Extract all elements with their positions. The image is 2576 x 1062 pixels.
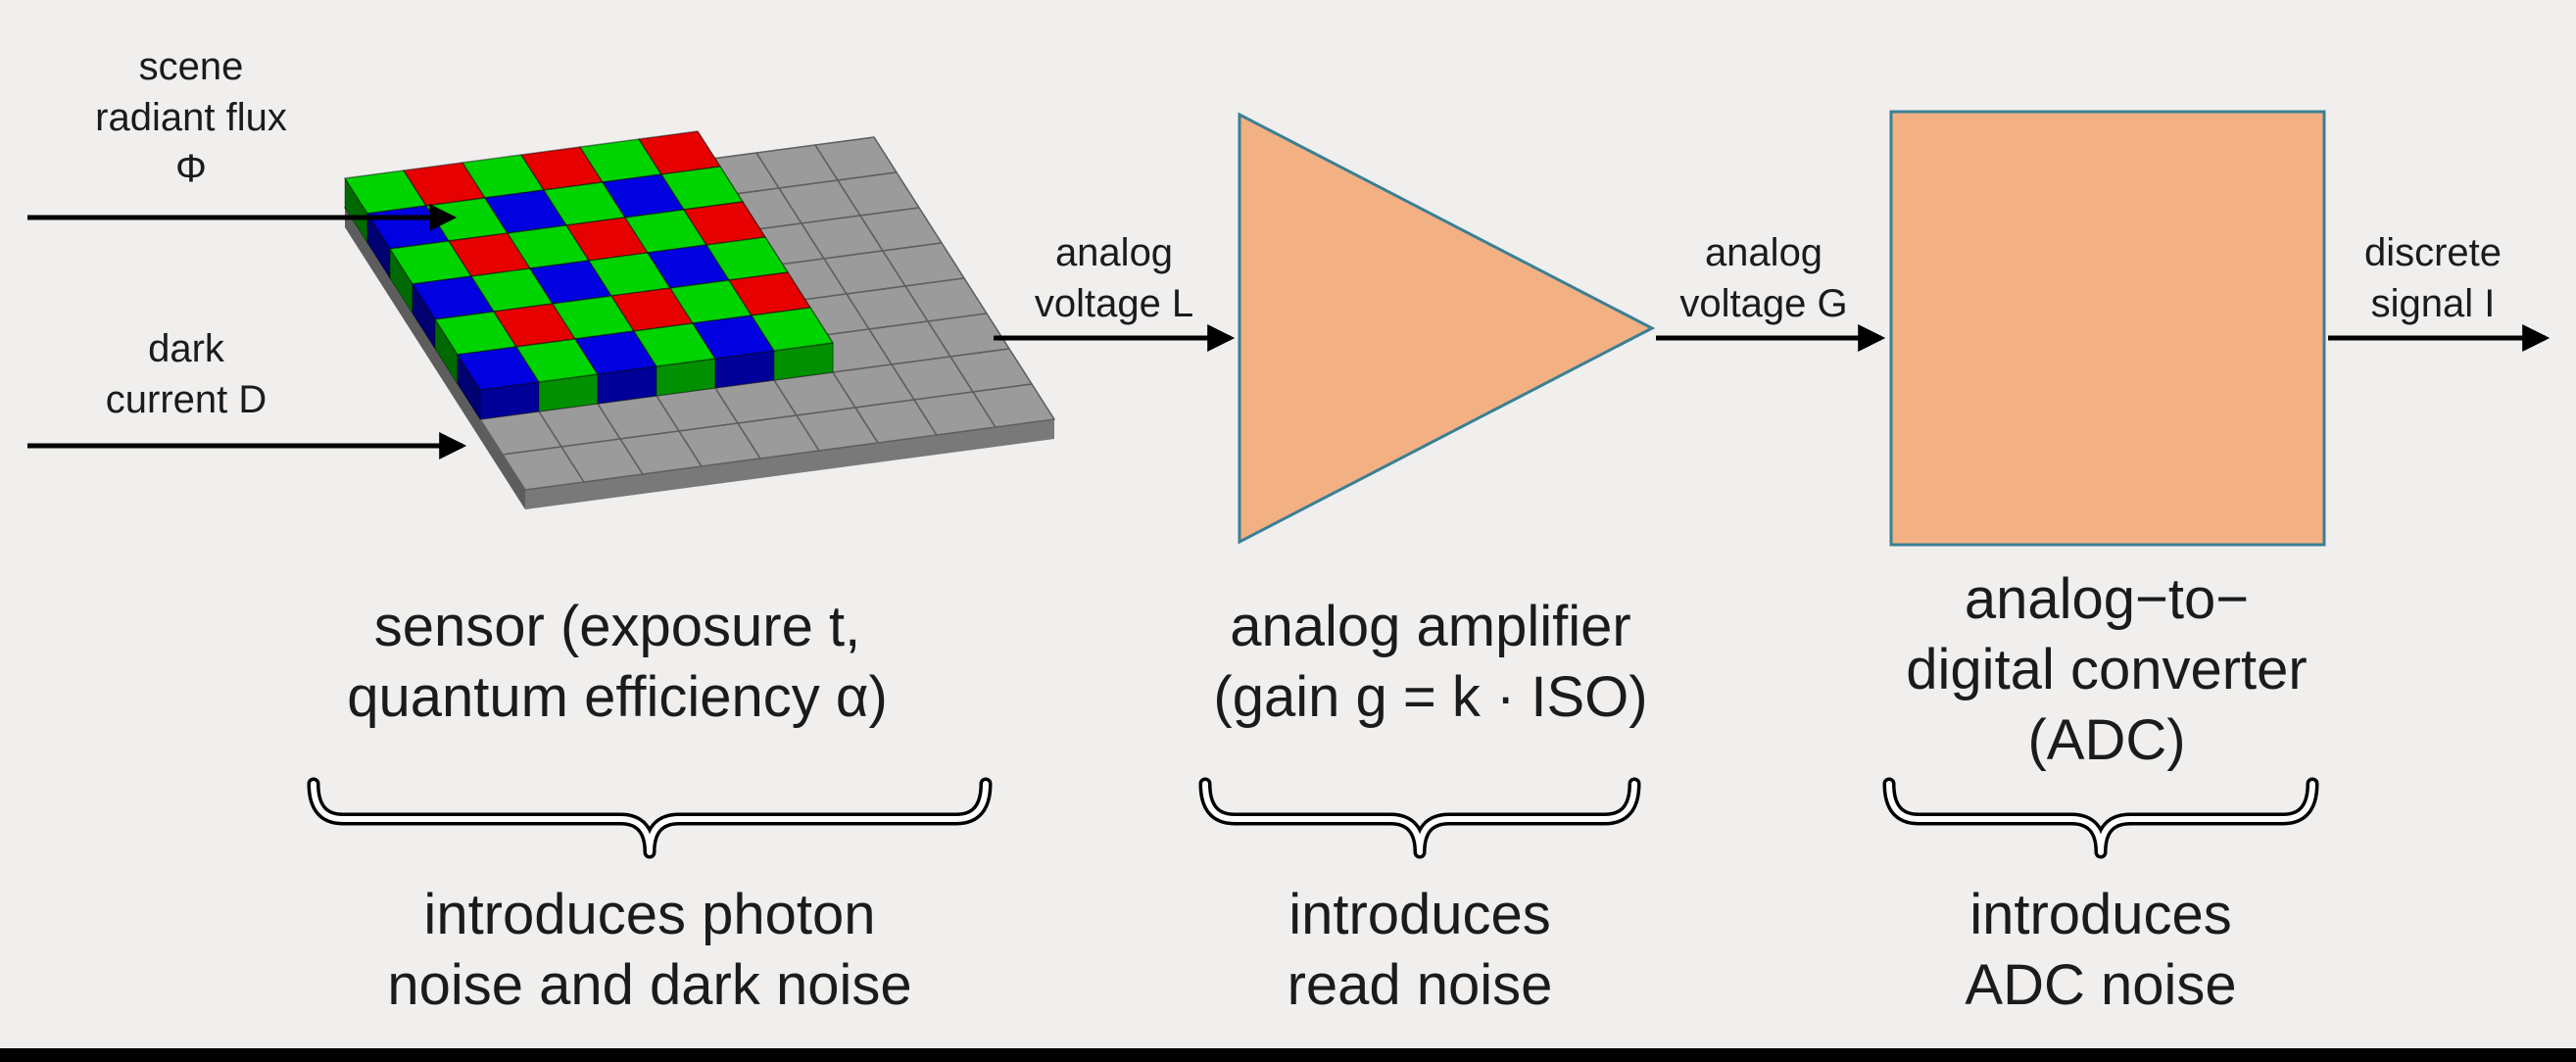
note-line: ADC noise xyxy=(1965,953,2237,1017)
caption-line: analog−to− xyxy=(1964,567,2250,631)
caption-line: quantum efficiency α) xyxy=(347,665,888,729)
label-line: scene xyxy=(138,45,244,88)
adc-brace xyxy=(1882,777,2319,859)
amplifier-brace xyxy=(1198,777,1641,859)
label-line: dark xyxy=(148,327,224,370)
note-line: read noise xyxy=(1287,953,1553,1017)
signal-label-G: analog voltage G xyxy=(1679,227,1847,329)
signal-label-L: analog voltage L xyxy=(1035,227,1193,329)
label-line: radiant flux xyxy=(95,96,287,139)
dark-current-label: dark current D xyxy=(106,323,267,425)
bottom-bar xyxy=(0,1048,2576,1062)
label-line: voltage G xyxy=(1679,282,1848,325)
label-line: Φ xyxy=(175,147,207,190)
sensor-brace xyxy=(307,777,993,859)
adc-caption: analog−to− digital converter (ADC) xyxy=(1906,564,2307,776)
note-line: introduces xyxy=(1288,883,1551,946)
label-line: analog xyxy=(1054,231,1174,274)
scene-flux-label: scene radiant flux Φ xyxy=(95,41,287,194)
amplifier-note: introduces read noise xyxy=(1288,880,1553,1021)
amplifier-shape xyxy=(1238,112,1656,545)
adc-shape xyxy=(1889,110,2326,547)
note-line: noise and dark noise xyxy=(387,953,912,1017)
label-line: voltage L xyxy=(1034,282,1194,325)
amplifier-caption: analog amplifier (gain g = k · ISO) xyxy=(1213,592,1647,733)
sensor-caption: sensor (exposure t, quantum efficiency α… xyxy=(347,592,888,733)
caption-line: analog amplifier xyxy=(1230,595,1631,658)
caption-line: sensor (exposure t, xyxy=(373,595,861,658)
label-line: analog xyxy=(1704,231,1823,274)
label-line: signal I xyxy=(2370,282,2496,325)
note-line: introduces photon xyxy=(423,883,876,946)
caption-line: (ADC) xyxy=(2027,708,2186,772)
note-line: introduces xyxy=(1969,883,2232,946)
caption-line: (gain g = k · ISO) xyxy=(1213,665,1648,729)
label-line: discrete xyxy=(2363,231,2503,274)
sensor-array-graphic xyxy=(344,130,1055,509)
signal-label-I: discrete signal I xyxy=(2364,227,2502,329)
sensor-note: introduces photon noise and dark noise xyxy=(387,880,911,1021)
caption-line: digital converter xyxy=(1906,638,2308,701)
label-line: current D xyxy=(105,378,267,421)
adc-note: introduces ADC noise xyxy=(1965,880,2236,1021)
